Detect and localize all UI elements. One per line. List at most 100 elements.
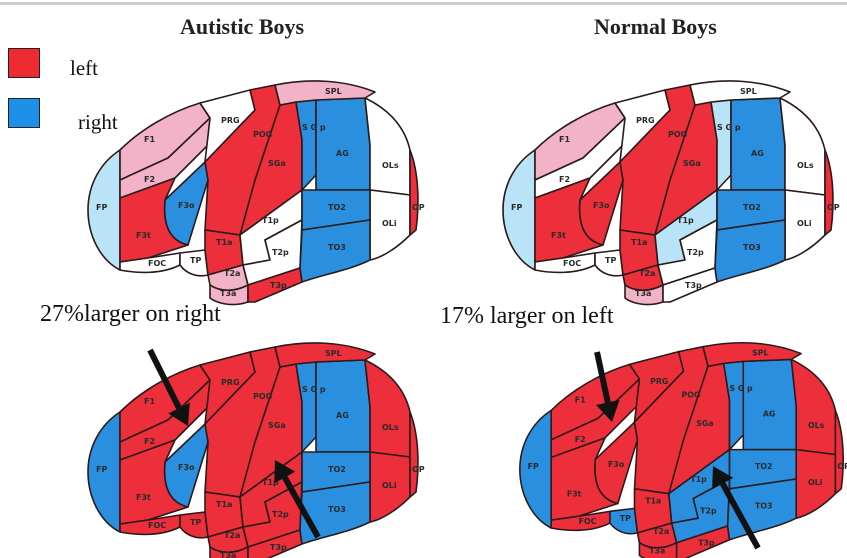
region-label-sga: SGa: [683, 159, 701, 168]
region-label-f2: F2: [575, 435, 586, 444]
region-label-t2a: T2a: [653, 527, 669, 536]
region-label-tp: TP: [620, 514, 631, 523]
region-label-t3a: T3a: [649, 546, 665, 555]
region-label-prg: PRG: [650, 377, 668, 386]
region-label-f3t: F3t: [567, 490, 582, 499]
region-label-oli: OLi: [808, 478, 823, 487]
region-label-sgp: S G p: [302, 123, 326, 132]
region-label-t3p: T3p: [270, 281, 287, 290]
region-label-t3a: T3a: [220, 551, 236, 558]
region-label-t2a: T2a: [224, 531, 240, 540]
region-label-to3: TO3: [743, 243, 761, 252]
autistic-bottom-brain: FPF1F2F3oF3tFOCTPPRGPOGSGaS G pAGSPLOLsO…: [88, 343, 425, 558]
region-label-oli: OLi: [797, 219, 812, 228]
region-label-t1a: T1a: [216, 238, 232, 247]
region-label-fp: FP: [511, 203, 522, 212]
region-ols: [791, 359, 835, 454]
region-label-f2: F2: [559, 175, 570, 184]
region-label-op: OP: [412, 465, 425, 474]
region-label-t3a: T3a: [220, 289, 236, 298]
region-label-t1a: T1a: [216, 500, 232, 509]
region-label-t2p: T2p: [272, 248, 289, 257]
region-label-prg: PRG: [636, 116, 655, 125]
region-label-spl: SPL: [325, 349, 342, 358]
region-ag: [731, 98, 785, 190]
region-label-op: OP: [412, 203, 425, 212]
region-label-t3p: T3p: [698, 539, 715, 548]
region-label-tp: TP: [605, 256, 616, 265]
region-op: [410, 150, 418, 235]
region-op: [835, 410, 843, 493]
region-label-t2a: T2a: [224, 269, 240, 278]
region-label-ag: AG: [763, 409, 775, 418]
region-label-f1: F1: [144, 135, 155, 144]
region-label-pog: POG: [668, 130, 687, 139]
region-label-ols: OLs: [808, 421, 825, 430]
region-label-ag: AG: [751, 149, 764, 158]
region-label-sga: SGa: [268, 159, 286, 168]
region-label-spl: SPL: [325, 87, 342, 96]
region-label-t3p: T3p: [685, 281, 702, 290]
region-label-to3: TO3: [328, 243, 346, 252]
region-label-foc: FOC: [148, 259, 166, 268]
region-label-f3o: F3o: [593, 201, 610, 210]
region-label-op: OP: [827, 203, 840, 212]
region-label-t1a: T1a: [631, 238, 647, 247]
region-label-sgp: S G p: [302, 385, 326, 394]
region-label-spl: SPL: [752, 349, 768, 358]
region-label-f3o: F3o: [608, 460, 625, 469]
region-label-ols: OLs: [382, 423, 399, 432]
region-label-to3: TO3: [328, 505, 346, 514]
region-label-sgp: S G p: [717, 123, 741, 132]
region-label-t3p: T3p: [270, 543, 287, 552]
region-label-prg: PRG: [221, 116, 240, 125]
region-label-t2p: T2p: [272, 510, 289, 519]
region-label-to3: TO3: [755, 501, 772, 510]
region-label-t1p: T1p: [262, 216, 279, 225]
region-label-t2p: T2p: [687, 248, 704, 257]
region-label-f2: F2: [144, 437, 155, 446]
region-label-f3t: F3t: [551, 231, 566, 240]
region-label-t1p: T1p: [690, 475, 707, 484]
region-label-ag: AG: [336, 411, 349, 420]
region-label-t3a: T3a: [635, 289, 651, 298]
region-label-sga: SGa: [268, 421, 286, 430]
region-label-t1p: T1p: [677, 216, 694, 225]
region-label-pog: POG: [253, 392, 272, 401]
region-label-oli: OLi: [382, 481, 397, 490]
region-label-f3o: F3o: [178, 201, 195, 210]
region-label-f1: F1: [144, 397, 155, 406]
region-label-spl: SPL: [740, 87, 757, 96]
region-label-pog: POG: [682, 391, 701, 400]
region-label-f3t: F3t: [136, 493, 151, 502]
region-ag: [316, 360, 370, 452]
region-label-f1: F1: [575, 396, 586, 405]
region-label-to2: TO2: [743, 203, 761, 212]
region-ols: [365, 360, 410, 457]
region-label-ols: OLs: [797, 161, 814, 170]
region-label-tp: TP: [190, 256, 201, 265]
region-label-fp: FP: [96, 465, 107, 474]
region-label-oli: OLi: [382, 219, 397, 228]
region-label-ols: OLs: [382, 161, 399, 170]
region-label-foc: FOC: [579, 517, 597, 526]
region-label-fp: FP: [96, 203, 107, 212]
region-ols: [780, 98, 825, 195]
region-label-op: OP: [837, 462, 847, 471]
region-label-foc: FOC: [563, 259, 581, 268]
region-label-to2: TO2: [328, 203, 346, 212]
region-label-f3t: F3t: [136, 231, 151, 240]
region-label-to2: TO2: [755, 462, 772, 471]
region-label-ag: AG: [336, 149, 349, 158]
region-label-fp: FP: [528, 462, 539, 471]
region-label-pog: POG: [253, 130, 272, 139]
region-label-tp: TP: [190, 518, 201, 527]
region-label-sga: SGa: [696, 419, 713, 428]
region-label-t2p: T2p: [700, 506, 717, 515]
region-label-foc: FOC: [148, 521, 166, 530]
region-ag: [743, 359, 796, 449]
